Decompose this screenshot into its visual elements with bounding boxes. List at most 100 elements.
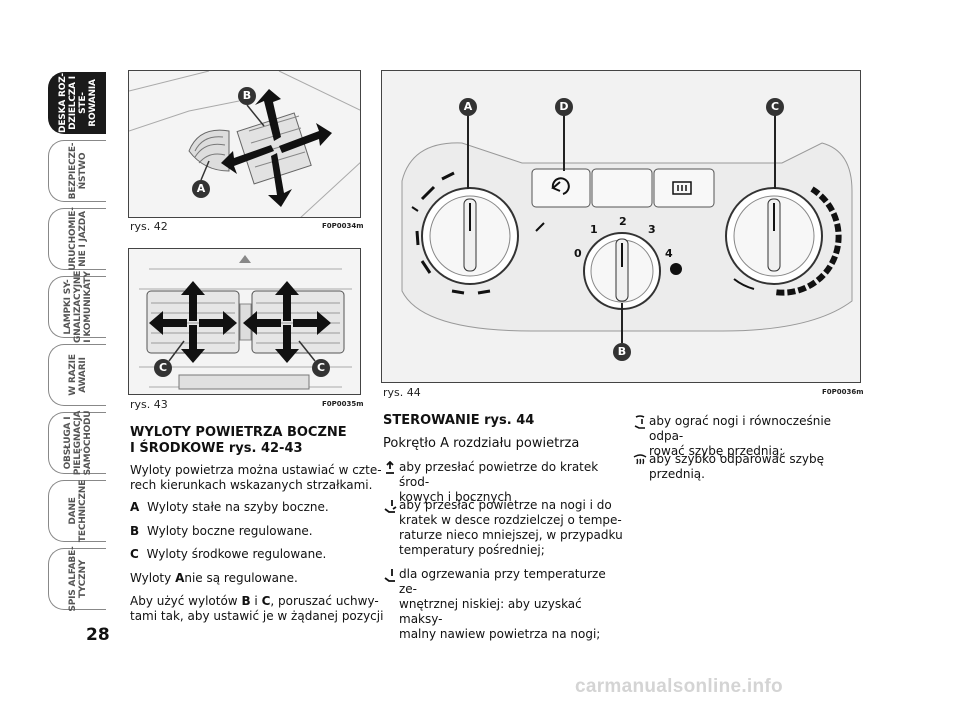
tab-label: W RAZIE AWARII bbox=[67, 354, 88, 396]
controls-heading: STEROWANIE rys. 44 bbox=[383, 413, 535, 428]
side-vent-illustration bbox=[129, 71, 360, 217]
vent-item-a: A Wyloty stałe na szyby boczne. bbox=[130, 500, 329, 515]
callout-d-label: D bbox=[559, 100, 569, 113]
usage-suffix: , poruszać uchwy- bbox=[270, 594, 379, 608]
mode-line: malny nawiew powietrza na nogi; bbox=[399, 627, 601, 641]
rear-defrost-icon bbox=[672, 181, 692, 195]
vent-letter-c: C bbox=[130, 547, 139, 561]
mode-line: raturze nieco mniejszej, w przypadku bbox=[399, 528, 623, 542]
page-number: 28 bbox=[86, 625, 110, 645]
usage-b: B bbox=[241, 594, 251, 608]
figure-caption-44: rys. 44 bbox=[383, 386, 421, 399]
usage-line2: tami tak, aby ustawić je w żądanej pozyc… bbox=[130, 609, 384, 623]
vent-note: Wyloty Anie są regulowane. bbox=[130, 571, 298, 586]
callout-c-left-bubble bbox=[154, 359, 172, 377]
callout-b-bubble bbox=[613, 343, 631, 361]
face-feet-icon bbox=[384, 500, 397, 513]
feet-icon bbox=[384, 569, 395, 582]
section-heading-line2: I ŚRODKOWE rys. 42-43 bbox=[130, 441, 303, 456]
tab-label: DANE TECHNICZNE bbox=[67, 479, 88, 543]
mode-text-face-feet: aby przesłać powietrze na nogi i do krat… bbox=[399, 498, 623, 558]
callout-d-bubble bbox=[555, 98, 573, 116]
mode-text-feet-windscreen: aby ograć nogi i równocześnie odpa- rowa… bbox=[649, 414, 863, 459]
vent-text-a: Wyloty stałe na szyby boczne. bbox=[147, 500, 329, 514]
usage-line1: Aby użyć wylotów B i C, poruszać uchwy- bbox=[130, 594, 379, 609]
callout-b-label: B bbox=[242, 89, 252, 102]
tab-obsluga[interactable]: OBSŁUGA I PIELĘGNACJA SAMOCHODU bbox=[48, 411, 106, 475]
callout-b-bubble bbox=[238, 87, 256, 105]
callout-a-label: A bbox=[463, 100, 473, 113]
mode-line: wnętrznej niskiej: aby uzyskać maksy- bbox=[399, 597, 582, 626]
tab-deska-rozdzielcza[interactable]: DESKA ROZ- DZIELCZA I STE- ROWANIA bbox=[48, 72, 106, 134]
controls-subheading: Pokrętło A rozdziału powietrza bbox=[383, 436, 580, 451]
mode-line: rować szybę przednią; bbox=[649, 444, 784, 458]
vent-letter-b: B bbox=[130, 524, 140, 538]
usage-c: C bbox=[261, 594, 271, 608]
face-vent-icon bbox=[386, 461, 394, 474]
callout-c-bubble bbox=[766, 98, 784, 116]
mode-text-feet: dla ogrzewania przy temperaturze ze- wnę… bbox=[399, 567, 623, 642]
recirculation-icon bbox=[551, 177, 570, 195]
tab-dane-techniczne[interactable]: DANE TECHNICZNE bbox=[48, 480, 106, 542]
callout-a-label: A bbox=[196, 182, 206, 195]
mode-line: aby szybko odparować szybę przednią. bbox=[649, 452, 825, 481]
section-heading-line1: WYLOTY POWIETRZA BOCZNE bbox=[130, 425, 347, 440]
mode-line: aby przesłać powietrze na nogi i do bbox=[399, 498, 612, 512]
fan-scale-1: 1 bbox=[590, 223, 598, 236]
mode-line: kratek w desce rozdzielczej o tempe- bbox=[399, 513, 622, 527]
tab-bezpieczenstwo[interactable]: BEZPIECZE- ŃSTWO bbox=[48, 140, 106, 202]
note-prefix: Wyloty bbox=[130, 571, 176, 585]
tab-w-razie-awarii[interactable]: W RAZIE AWARII bbox=[48, 344, 106, 406]
tab-label: URUCHOMIE- NIE I JAZDA bbox=[67, 207, 88, 271]
figure-rys-43: C C bbox=[128, 248, 361, 395]
fan-icon bbox=[670, 263, 682, 275]
defrost-icon bbox=[633, 454, 647, 465]
tab-lampki[interactable]: LAMPKI SY- GNALIZACYJNE I KOMUNIKATY bbox=[48, 271, 106, 343]
note-letter: A bbox=[175, 571, 185, 585]
vent-text-c: Wyloty środkowe regulowane. bbox=[146, 547, 327, 561]
tab-spis-alfabetyczny[interactable]: SPIS ALFABE- TYCZNY bbox=[48, 546, 106, 612]
fan-scale-4: 4 bbox=[665, 247, 673, 260]
vent-letter-a: A bbox=[130, 500, 140, 514]
figure-code-43: F0P0035m bbox=[322, 400, 364, 408]
callout-c-label: C bbox=[770, 100, 780, 113]
mode-line: dla ogrzewania przy temperaturze ze- bbox=[399, 567, 606, 596]
figure-code-44: F0P0036m bbox=[822, 388, 864, 396]
tab-label: OBSŁUGA I PIELĘGNACJA SAMOCHODU bbox=[62, 410, 93, 476]
usage-i: i bbox=[250, 594, 262, 608]
figure-caption-43: rys. 43 bbox=[130, 398, 168, 411]
tab-uruchomienie[interactable]: URUCHOMIE- NIE I JAZDA bbox=[48, 207, 106, 271]
tab-label: LAMPKI SY- GNALIZACYJNE I KOMUNIKATY bbox=[62, 270, 93, 343]
vent-item-c: C Wyloty środkowe regulowane. bbox=[130, 547, 326, 562]
figure-rys-44: A D C B 0 1 2 3 4 bbox=[381, 70, 861, 383]
callout-c-left-label: C bbox=[158, 361, 168, 374]
mode-text-defrost: aby szybko odparować szybę przednią. bbox=[649, 452, 873, 482]
intro-line2: rech kierunkach wskazanych strzałkami. bbox=[130, 478, 373, 492]
mode-line: aby ograć nogi i równocześnie odpa- bbox=[649, 414, 832, 443]
fan-scale-2: 2 bbox=[619, 215, 627, 228]
figure-caption-42: rys. 42 bbox=[130, 220, 168, 233]
vent-item-b: B Wyloty boczne regulowane. bbox=[130, 524, 313, 539]
watermark: carmanualsonline.info bbox=[575, 676, 783, 697]
callout-a-bubble bbox=[192, 180, 210, 198]
figure-rys-42: B A bbox=[128, 70, 361, 218]
callout-a-bubble bbox=[459, 98, 477, 116]
fan-scale-3: 3 bbox=[648, 223, 656, 236]
tab-label: BEZPIECZE- ŃSTWO bbox=[67, 142, 88, 200]
feet-windscreen-icon bbox=[634, 415, 645, 429]
figure-code-42: F0P0034m bbox=[322, 222, 364, 230]
fan-scale-0: 0 bbox=[574, 247, 582, 260]
callout-c-right-bubble bbox=[312, 359, 330, 377]
climate-panel-illustration bbox=[401, 98, 853, 361]
mode-line: temperatury pośredniej; bbox=[399, 543, 545, 557]
usage-prefix: Aby użyć wylotów bbox=[130, 594, 242, 608]
callout-b-label: B bbox=[617, 345, 627, 358]
mode-line: aby przesłać powietrze do kratek środ- bbox=[399, 460, 599, 489]
mode-text-face: aby przesłać powietrze do kratek środ- k… bbox=[399, 460, 623, 505]
callout-c-right-label: C bbox=[316, 361, 326, 374]
vent-text-b: Wyloty boczne regulowane. bbox=[146, 524, 313, 538]
intro-line1: Wyloty powietrza można ustawiać w czte- bbox=[130, 463, 382, 477]
center-vents-illustration bbox=[139, 255, 352, 390]
tab-label: SPIS ALFABE- TYCZNY bbox=[67, 546, 88, 612]
note-suffix: nie są regulowane. bbox=[184, 571, 298, 585]
